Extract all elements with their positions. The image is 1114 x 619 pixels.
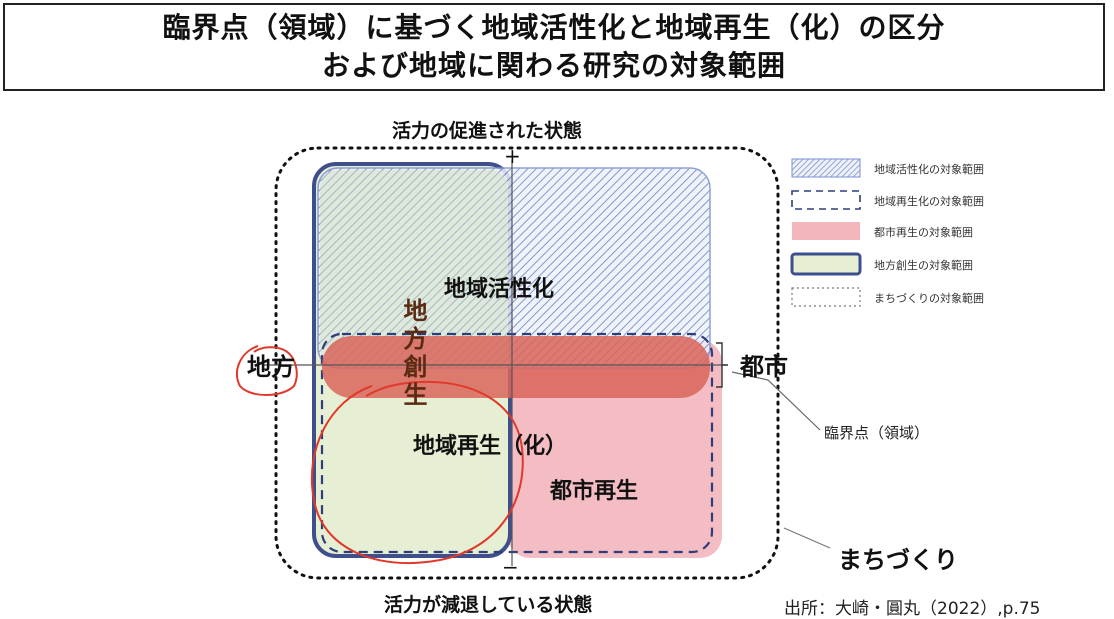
machizukuri-leader (783, 527, 831, 549)
handwritten-circle-chiho (235, 345, 298, 396)
plus-sign: + (504, 144, 521, 168)
legend-item-regeneration: 地域再生化の対象範囲 (874, 195, 984, 208)
left-label: 地方 (247, 353, 295, 381)
bottom-label: 活力が減退している状態 (384, 594, 593, 616)
legend-swatch-2 (791, 190, 861, 210)
title-line-2: および地域に関わる研究の対象範囲 (321, 49, 786, 82)
legend-item-urban: 都市再生の対象範囲 (874, 226, 973, 239)
machizukuri-frame (274, 146, 780, 580)
title-box: 臨界点（領域）に基づく地域活性化と地域再生（化）の区分 および地域に関わる研究の… (3, 3, 1105, 91)
right-label: 都市 (740, 353, 788, 381)
regeneration-label: 地域再生（化） (413, 434, 568, 459)
critical-leader (731, 371, 821, 431)
title-line-1: 臨界点（領域）に基づく地域活性化と地域再生（化）の区分 (162, 11, 946, 44)
revitalization-label: 地域活性化 (444, 277, 555, 302)
legend-swatch-5 (791, 287, 861, 307)
legend-swatch-1 (791, 158, 861, 178)
urban-regeneration-label: 都市再生 (550, 479, 639, 504)
legend-item-revitalization: 地域活性化の対象範囲 (874, 163, 984, 176)
regional-creation-label: 地方創生 (399, 298, 427, 410)
critical-point-label: 臨界点（領域） (824, 424, 930, 442)
legend-swatch-3 (792, 222, 860, 240)
source-citation: 出所：大崎・圓丸（2022）,p.75 (784, 599, 1041, 619)
legend-item-machizukuri: まちづくりの対象範囲 (874, 292, 984, 305)
handwritten-circle-regen (310, 380, 524, 564)
top-label: 活力の促進された状態 (392, 120, 583, 142)
machizukuri-label: まちづくり (838, 546, 958, 574)
regeneration-area (320, 332, 714, 554)
legend-swatch-4 (790, 252, 862, 276)
minus-sign: − (502, 555, 519, 579)
critical-brace (716, 342, 728, 388)
legend-item-regional-creation: 地方創生の対象範囲 (874, 259, 973, 272)
